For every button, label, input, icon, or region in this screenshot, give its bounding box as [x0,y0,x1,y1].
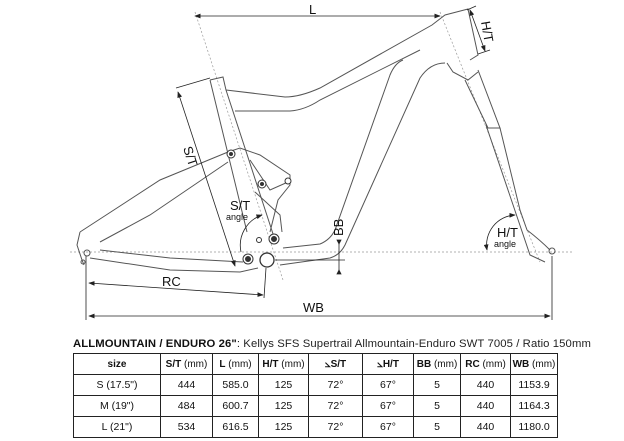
table-cell: 440 [460,416,511,438]
column-header-name: RC [465,358,480,370]
HT-angle-sublabel: angle [494,239,516,249]
column-header: L (mm) [212,353,259,375]
column-header-name: L [219,358,226,370]
table-cell: 67° [362,395,414,417]
column-header-name: BB [416,358,432,370]
column-header: ⦣S/T [308,353,363,375]
table-cell: 534 [160,416,213,438]
table-cell: 1180.0 [510,416,558,438]
table-cell: 67° [362,374,414,396]
column-header-unit: (mm) [225,358,252,370]
BB-label: BB [331,219,346,236]
column-header-unit: (mm) [278,358,305,370]
table-cell: M (19") [73,395,161,417]
column-header: size [73,353,161,375]
table-cell: 440 [460,374,511,396]
column-header: ⦣H/T [362,353,414,375]
table-cell: 600.7 [212,395,259,417]
table-cell: 125 [258,416,309,438]
bottom-bracket [259,252,275,268]
column-header-name: size [107,358,127,370]
table-cell: 1164.3 [510,395,558,417]
RC-label: RC [162,274,181,289]
RC-dimension-line [88,280,264,298]
column-header: H/T (mm) [258,353,309,375]
WB-label: WB [303,300,324,315]
column-header-name: S/T [165,358,182,370]
column-header: BB (mm) [413,353,461,375]
column-header: WB (mm) [510,353,558,375]
table-cell: 5 [413,395,461,417]
table-cell: 72° [308,374,363,396]
column-header-unit: (mm) [181,358,208,370]
column-header: S/T (mm) [160,353,213,375]
table-cell: 5 [413,416,461,438]
column-header-name: ⦣S/T [324,358,347,370]
table-cell: 1153.9 [510,374,558,396]
table-cell: L (21") [73,416,161,438]
ST-label: S/T [180,144,201,168]
column-header-name: ⦣H/T [377,358,399,370]
ST-dimension-line [177,91,236,267]
table-cell: 67° [362,416,414,438]
seat-tube-axis [194,11,284,281]
L-label: L [309,2,316,17]
table-cell: 5 [413,374,461,396]
column-header-unit: (mm) [431,358,458,370]
column-header-name: WB [512,358,530,370]
HT-angle-arc [483,212,516,251]
table-cell: 444 [160,374,213,396]
table-cell: 125 [258,395,309,417]
ST-angle-arc [239,214,263,253]
column-header-unit: (mm) [529,358,556,370]
table-cell: 72° [308,395,363,417]
table-cell: 585.0 [212,374,259,396]
HT-label: H/T [478,20,496,43]
table-cell: 72° [308,416,363,438]
frame-geometry-diagram: L H/T S/T S/T angle H/T angle BB RC WB [70,2,572,320]
table-cell: 440 [460,395,511,417]
table-cell: S (17.5") [73,374,161,396]
ST-angle-label: S/T [230,198,250,213]
table-caption: ALLMOUNTAIN / ENDURO 26": Kellys SFS Sup… [73,338,591,350]
ST-angle-sublabel: angle [226,212,248,222]
column-header-name: H/T [262,358,279,370]
caption-text: : Kellys SFS Supertrail Allmountain-Endu… [236,338,591,350]
column-header: RC (mm) [460,353,511,375]
column-header-unit: (mm) [479,358,506,370]
caption-title: ALLMOUNTAIN / ENDURO 26" [73,338,237,350]
table-cell: 616.5 [212,416,259,438]
HT-dimension-line [469,9,486,52]
HT-angle-label: H/T [497,225,518,240]
table-cell: 125 [258,374,309,396]
table-cell: 484 [160,395,213,417]
bike-frame [76,8,556,273]
